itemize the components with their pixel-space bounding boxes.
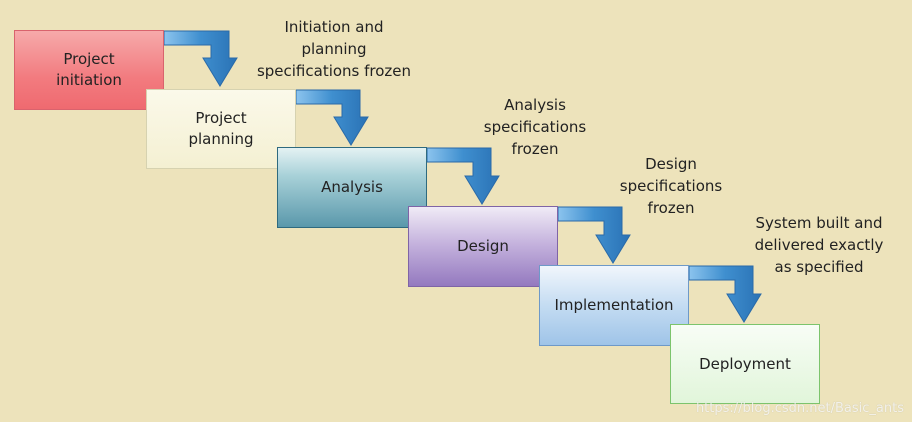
stage-project-planning: Project planning: [146, 89, 296, 169]
annotation-planning-frozen: Initiation and planning specifications f…: [256, 18, 412, 80]
flow-arrow-1: [163, 30, 238, 87]
annotation-design-frozen: Design specifications frozen: [619, 155, 723, 217]
flow-arrow-4: [557, 206, 631, 264]
watermark: https://blog.csdn.net/Basic_ants: [695, 401, 904, 416]
flow-arrow-5: [688, 265, 762, 323]
annotation-delivered: System built and delivered exactly as sp…: [754, 214, 884, 276]
annotation-analysis-frozen: Analysis specifications frozen: [483, 96, 587, 158]
stage-project-initiation: Project initiation: [14, 30, 164, 110]
stage-implementation: Implementation: [539, 265, 689, 346]
stage-analysis: Analysis: [277, 147, 427, 228]
stage-design: Design: [408, 206, 558, 287]
flow-arrow-2: [295, 89, 369, 146]
flow-arrow-3: [426, 147, 500, 205]
stage-deployment: Deployment: [670, 324, 820, 404]
